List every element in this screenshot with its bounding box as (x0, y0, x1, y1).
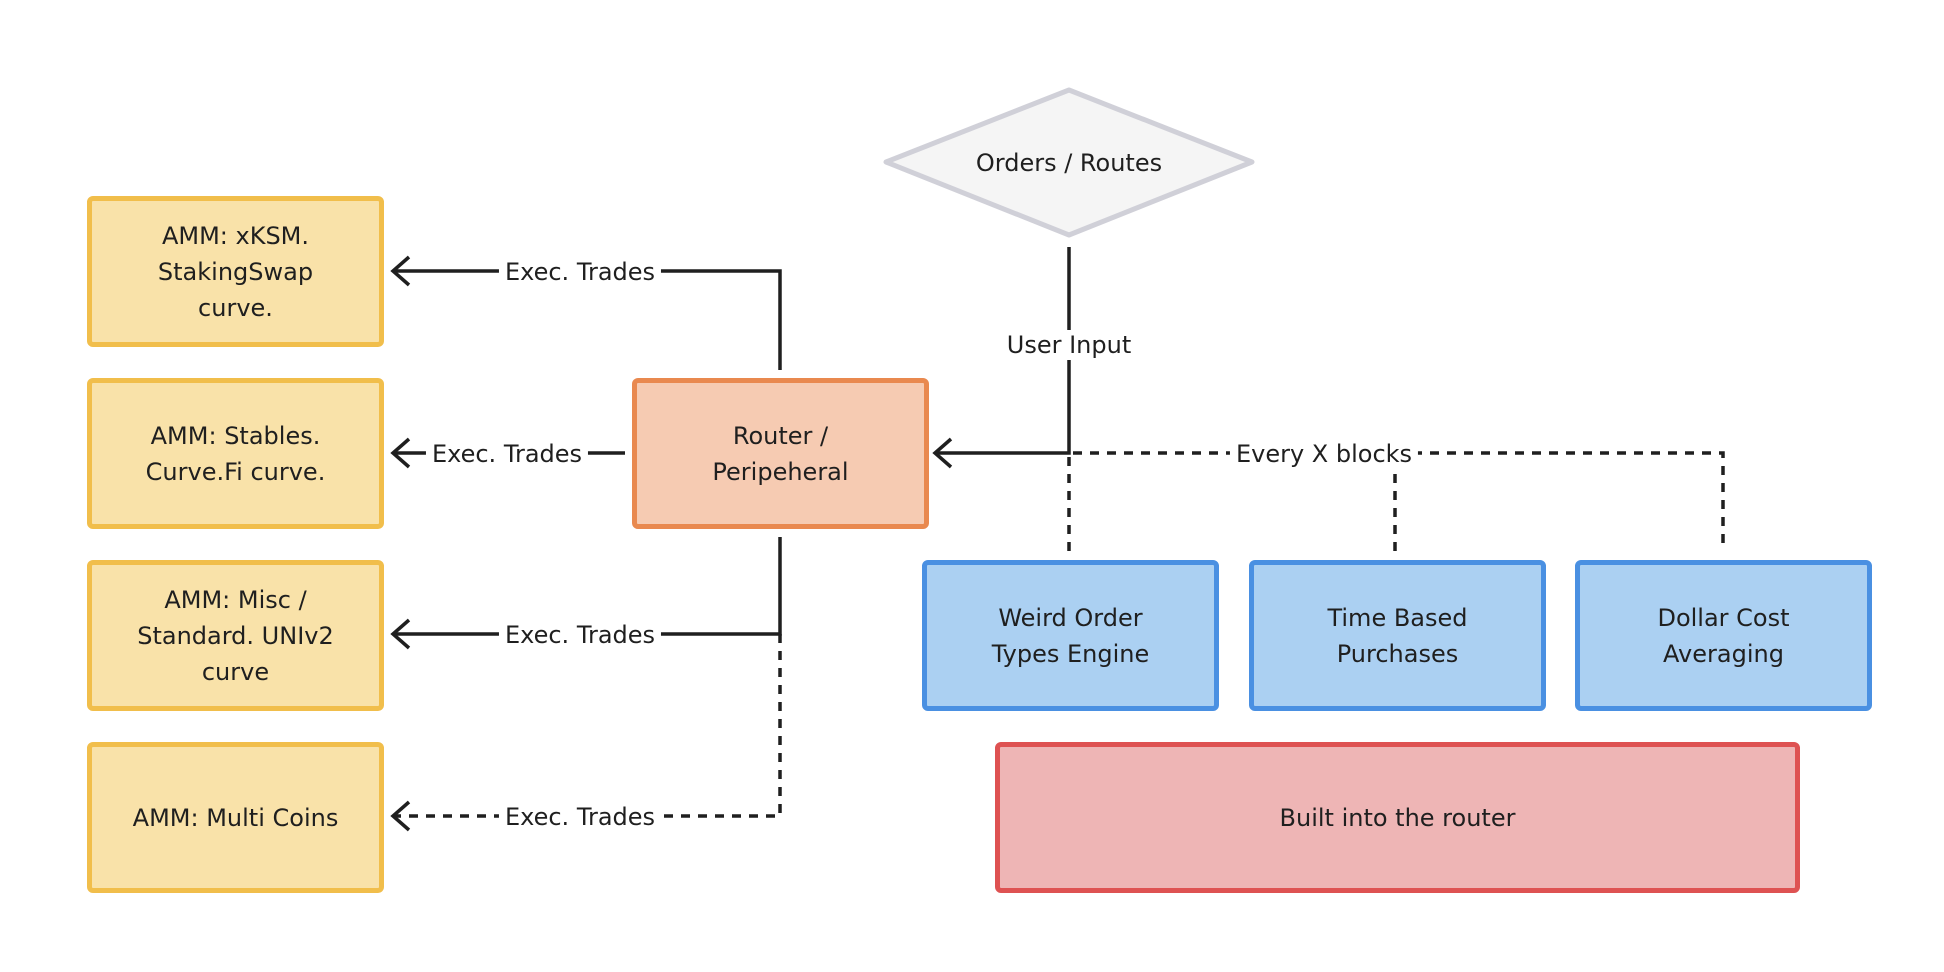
amm-multi-coins-label: AMM: Multi Coins (132, 803, 339, 832)
edge-label-user-input: User Input (1000, 330, 1138, 360)
edge-trade-1-arrowhead (390, 255, 411, 287)
router-node: Router / Peripeheral (632, 378, 929, 529)
amm-stables-label: AMM: Stables. Curve.Fi curve. (145, 421, 326, 486)
amm-misc-node: AMM: Misc / Standard. UNIv2 curve (87, 560, 384, 711)
built-into-router-label: Built into the router (1279, 803, 1516, 832)
amm-xksm-label: AMM: xKSM. StakingSwap curve. (157, 221, 314, 322)
router-label: Router / Peripeheral (712, 421, 849, 486)
decision-diamond (883, 87, 1255, 238)
edge-label-every-x-blocks: Every X blocks (1229, 439, 1419, 469)
amm-stables-node: AMM: Stables. Curve.Fi curve. (87, 378, 384, 529)
edge-label-trade-4: Exec. Trades (498, 802, 662, 832)
amm-misc-label: AMM: Misc / Standard. UNIv2 curve (137, 585, 334, 686)
amm-multi-coins-node: AMM: Multi Coins (87, 742, 384, 893)
edge-label-trade-1: Exec. Trades (498, 257, 662, 287)
decision-label: Orders / Routes (975, 149, 1163, 177)
edge-trade-2-arrowhead (390, 437, 411, 469)
edge-label-trade-2: Exec. Trades (425, 439, 589, 469)
amm-xksm-node: AMM: xKSM. StakingSwap curve. (87, 196, 384, 347)
dollar-cost-averaging-label: Dollar Cost Averaging (1657, 603, 1790, 668)
edge-trade-4 (393, 634, 782, 818)
edge-trade-3-arrowhead (390, 618, 411, 650)
weird-order-engine-node: Weird Order Types Engine (922, 560, 1219, 711)
dollar-cost-averaging-node: Dollar Cost Averaging (1575, 560, 1872, 711)
time-based-purchases-label: Time Based Purchases (1327, 603, 1468, 668)
time-based-purchases-node: Time Based Purchases (1249, 560, 1546, 711)
edge-user-input (935, 247, 1071, 455)
edge-user-input-arrowhead (932, 437, 953, 469)
edge-trade-4-arrowhead (390, 800, 411, 832)
built-into-router-node: Built into the router (995, 742, 1800, 893)
edge-label-trade-3: Exec. Trades (498, 620, 662, 650)
weird-order-engine-label: Weird Order Types Engine (991, 603, 1150, 668)
